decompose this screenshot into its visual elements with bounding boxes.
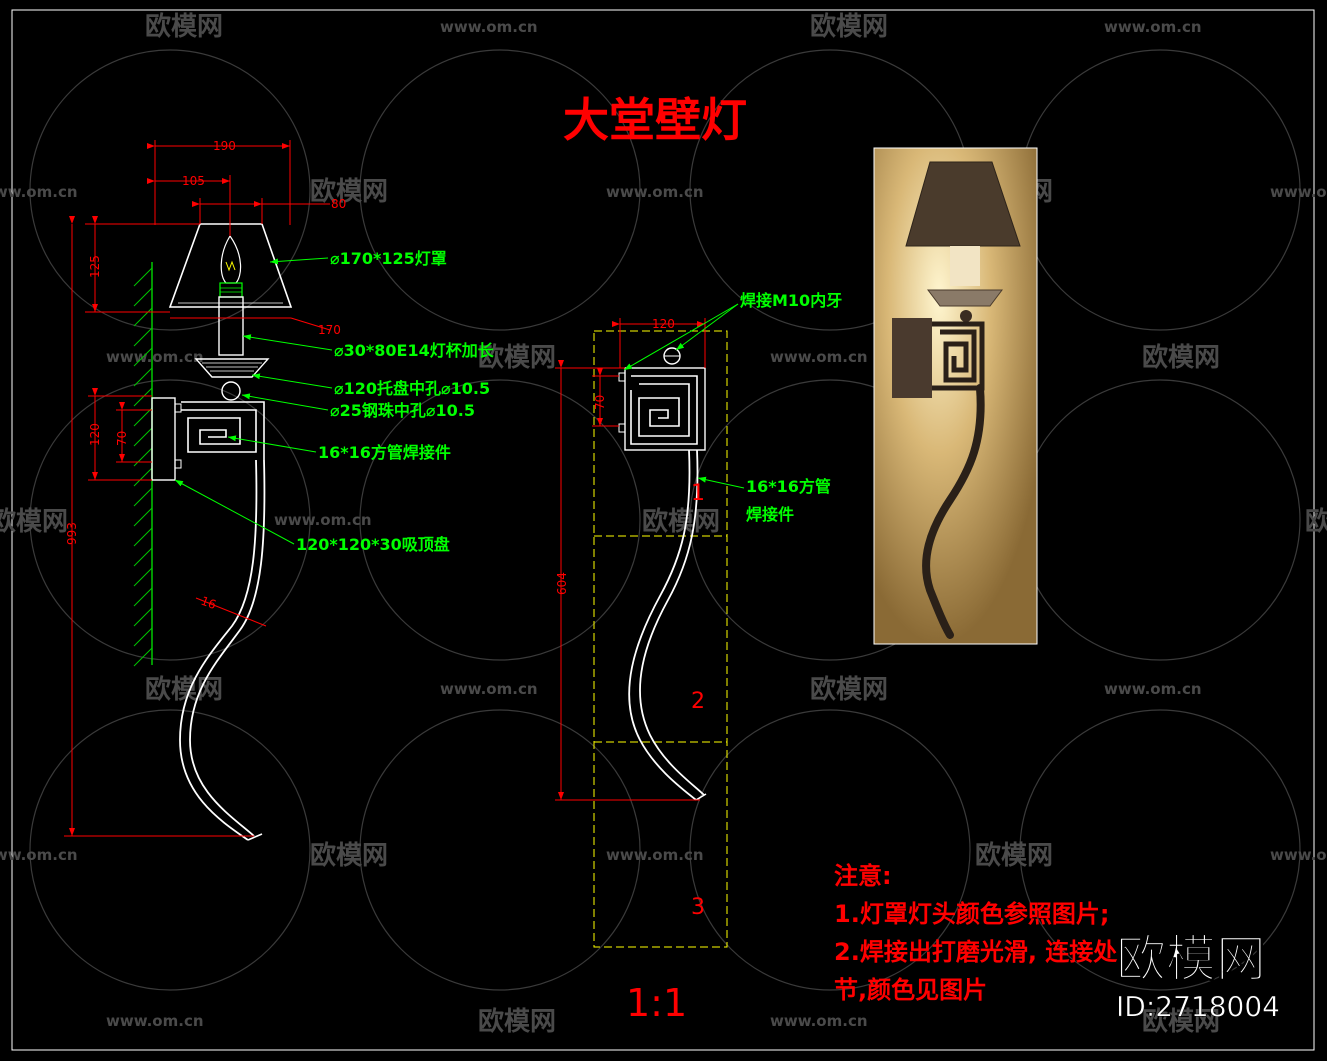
watermark-url: www.om.cn [274,511,372,529]
watermark-brand: 欧模网 [478,1006,556,1037]
tray [194,358,270,378]
notes-line-1: 1.灯罩灯头颜色参照图片; [834,900,1109,928]
mounting-plate [151,397,176,481]
callout-plate: 120*120*30吸顶盘 [296,535,450,554]
corner-watermark: 欧模网 ID:2718004 [1116,930,1281,1024]
front-dimensions [555,318,706,801]
meander-bracket [181,401,265,460]
dim-80: 80 [331,197,346,211]
watermark-url: www.om.cn [106,348,204,366]
steel-ball [221,381,241,401]
watermark-brand: 欧模网 [478,342,556,373]
side-view: 190 105 80 170 125 120 70 16 993 ⌀170*12… [64,139,495,841]
callout-weld: 焊接M10内牙 [740,291,842,310]
candle-cup [218,296,244,356]
photo-stem [922,384,985,639]
watermark-brand: 欧模网 [145,11,223,42]
dim-70: 70 [115,431,129,446]
watermark-brand: 欧模网 [810,11,888,42]
watermark-brand: 欧模网 [310,176,388,207]
notes-line-2-cont: 节,颜色见图片 [834,976,987,1004]
watermark-url: www.om.cn [770,348,868,366]
callout-tube: 16*16方管焊接件 [318,443,451,462]
section-2: 2 [691,689,705,714]
dim-16: 16 [199,594,218,612]
front-dim-texts: 120 70 604 [555,317,675,595]
dim-190: 190 [213,139,236,153]
front-stem [639,449,705,796]
front-meander [630,375,698,445]
sheet-border [11,9,1315,1051]
notes: 注意: 1.灯罩灯头颜色参照图片; 2.焊接出打磨光滑, 连接处 节,颜色见图片 [834,862,1117,1004]
drawing-title: 大堂壁灯 [563,93,747,147]
photo-shade [905,161,1021,247]
watermark-url: www.om.cn [440,680,538,698]
watermark-url: www.om.cn [606,183,704,201]
front-leaders [623,303,745,489]
side-dim-texts: 190 105 80 170 125 120 70 16 993 [65,139,346,612]
dim-total: 993 [65,522,79,545]
watermark-brand: 欧模网 [810,674,888,705]
callout-ball: ⌀25钢珠中孔⌀10.5 [330,401,475,420]
callout-tray: ⌀120托盘中孔⌀10.5 [334,379,490,398]
photo-plate [892,318,932,398]
section-1: 1 [691,481,705,506]
watermark-brand: 欧模网 [145,674,223,705]
watermark-url: www.om.cn [1270,183,1327,201]
watermark-url: www.om.cn [606,846,704,864]
watermark-brand-texts: 欧模网 欧模网 欧模网 欧模网 欧模网 欧模网 欧模网 欧模网 欧模网 欧模网 … [0,11,1327,1037]
front-plate [624,367,706,451]
wall-hatch [133,267,153,667]
bulb-socket [219,282,243,298]
watermark-url: www.om.cn [770,1012,868,1030]
callout-front-tube-2: 焊接件 [746,505,794,524]
side-callout-texts: ⌀170*125灯罩 ⌀30*80E14灯杯加长 ⌀120托盘中孔⌀10.5 ⌀… [296,249,495,554]
bulb [220,234,242,284]
section-3: 3 [691,895,705,920]
front-dim-604: 604 [555,572,569,595]
watermark-url: www.om.cn [440,18,538,36]
section-frame [593,330,728,948]
dim-105: 105 [182,174,205,188]
notes-heading: 注意: [834,862,892,890]
watermark-url: www.om.cn [1104,18,1202,36]
watermark-brand: 欧模网 [310,840,388,871]
curved-stem [189,459,266,837]
scale-label: 1:1 [626,981,687,1025]
callout-cup: ⌀30*80E14灯杯加长 [334,341,495,360]
front-dim-70: 70 [593,395,607,410]
notes-line-2: 2.焊接出打磨光滑, 连接处 [834,938,1117,966]
watermark-brand: 欧模网 [642,506,720,537]
dim-170: 170 [318,323,341,337]
watermark-url: www.om.cn [106,1012,204,1030]
watermark-brand: 欧模网 [1142,342,1220,373]
front-view: 120 70 604 1 2 3 焊接M10内牙 16*16方管 焊接件 1:1 [555,291,842,1025]
callout-front-tube: 16*16方管 [746,477,831,496]
side-leaders [174,257,333,545]
reference-photo [873,147,1038,645]
watermark-brand: 欧模网 [975,840,1053,871]
watermark-url: www.om.cn [0,846,78,864]
watermark-brand: 欧模网 [1305,506,1327,537]
watermark-url: www.om.cn [1104,680,1202,698]
corner-brand: 欧模网 [1116,930,1266,988]
watermark-brand: 欧模网 [1142,1006,1220,1037]
watermark-url: www.om.cn [1270,846,1327,864]
corner-id: ID:2718004 [1116,990,1280,1023]
front-callout-texts: 焊接M10内牙 16*16方管 焊接件 [740,291,842,524]
callout-shade: ⌀170*125灯罩 [330,249,447,268]
dim-125: 125 [88,255,102,278]
front-dim-120: 120 [652,317,675,331]
side-dimensions [64,140,331,837]
watermark-brand: 欧模网 [0,506,68,537]
section-numbers: 1 2 3 [691,481,705,920]
watermark-url: www.om.cn [0,183,78,201]
dim-120: 120 [88,423,102,446]
